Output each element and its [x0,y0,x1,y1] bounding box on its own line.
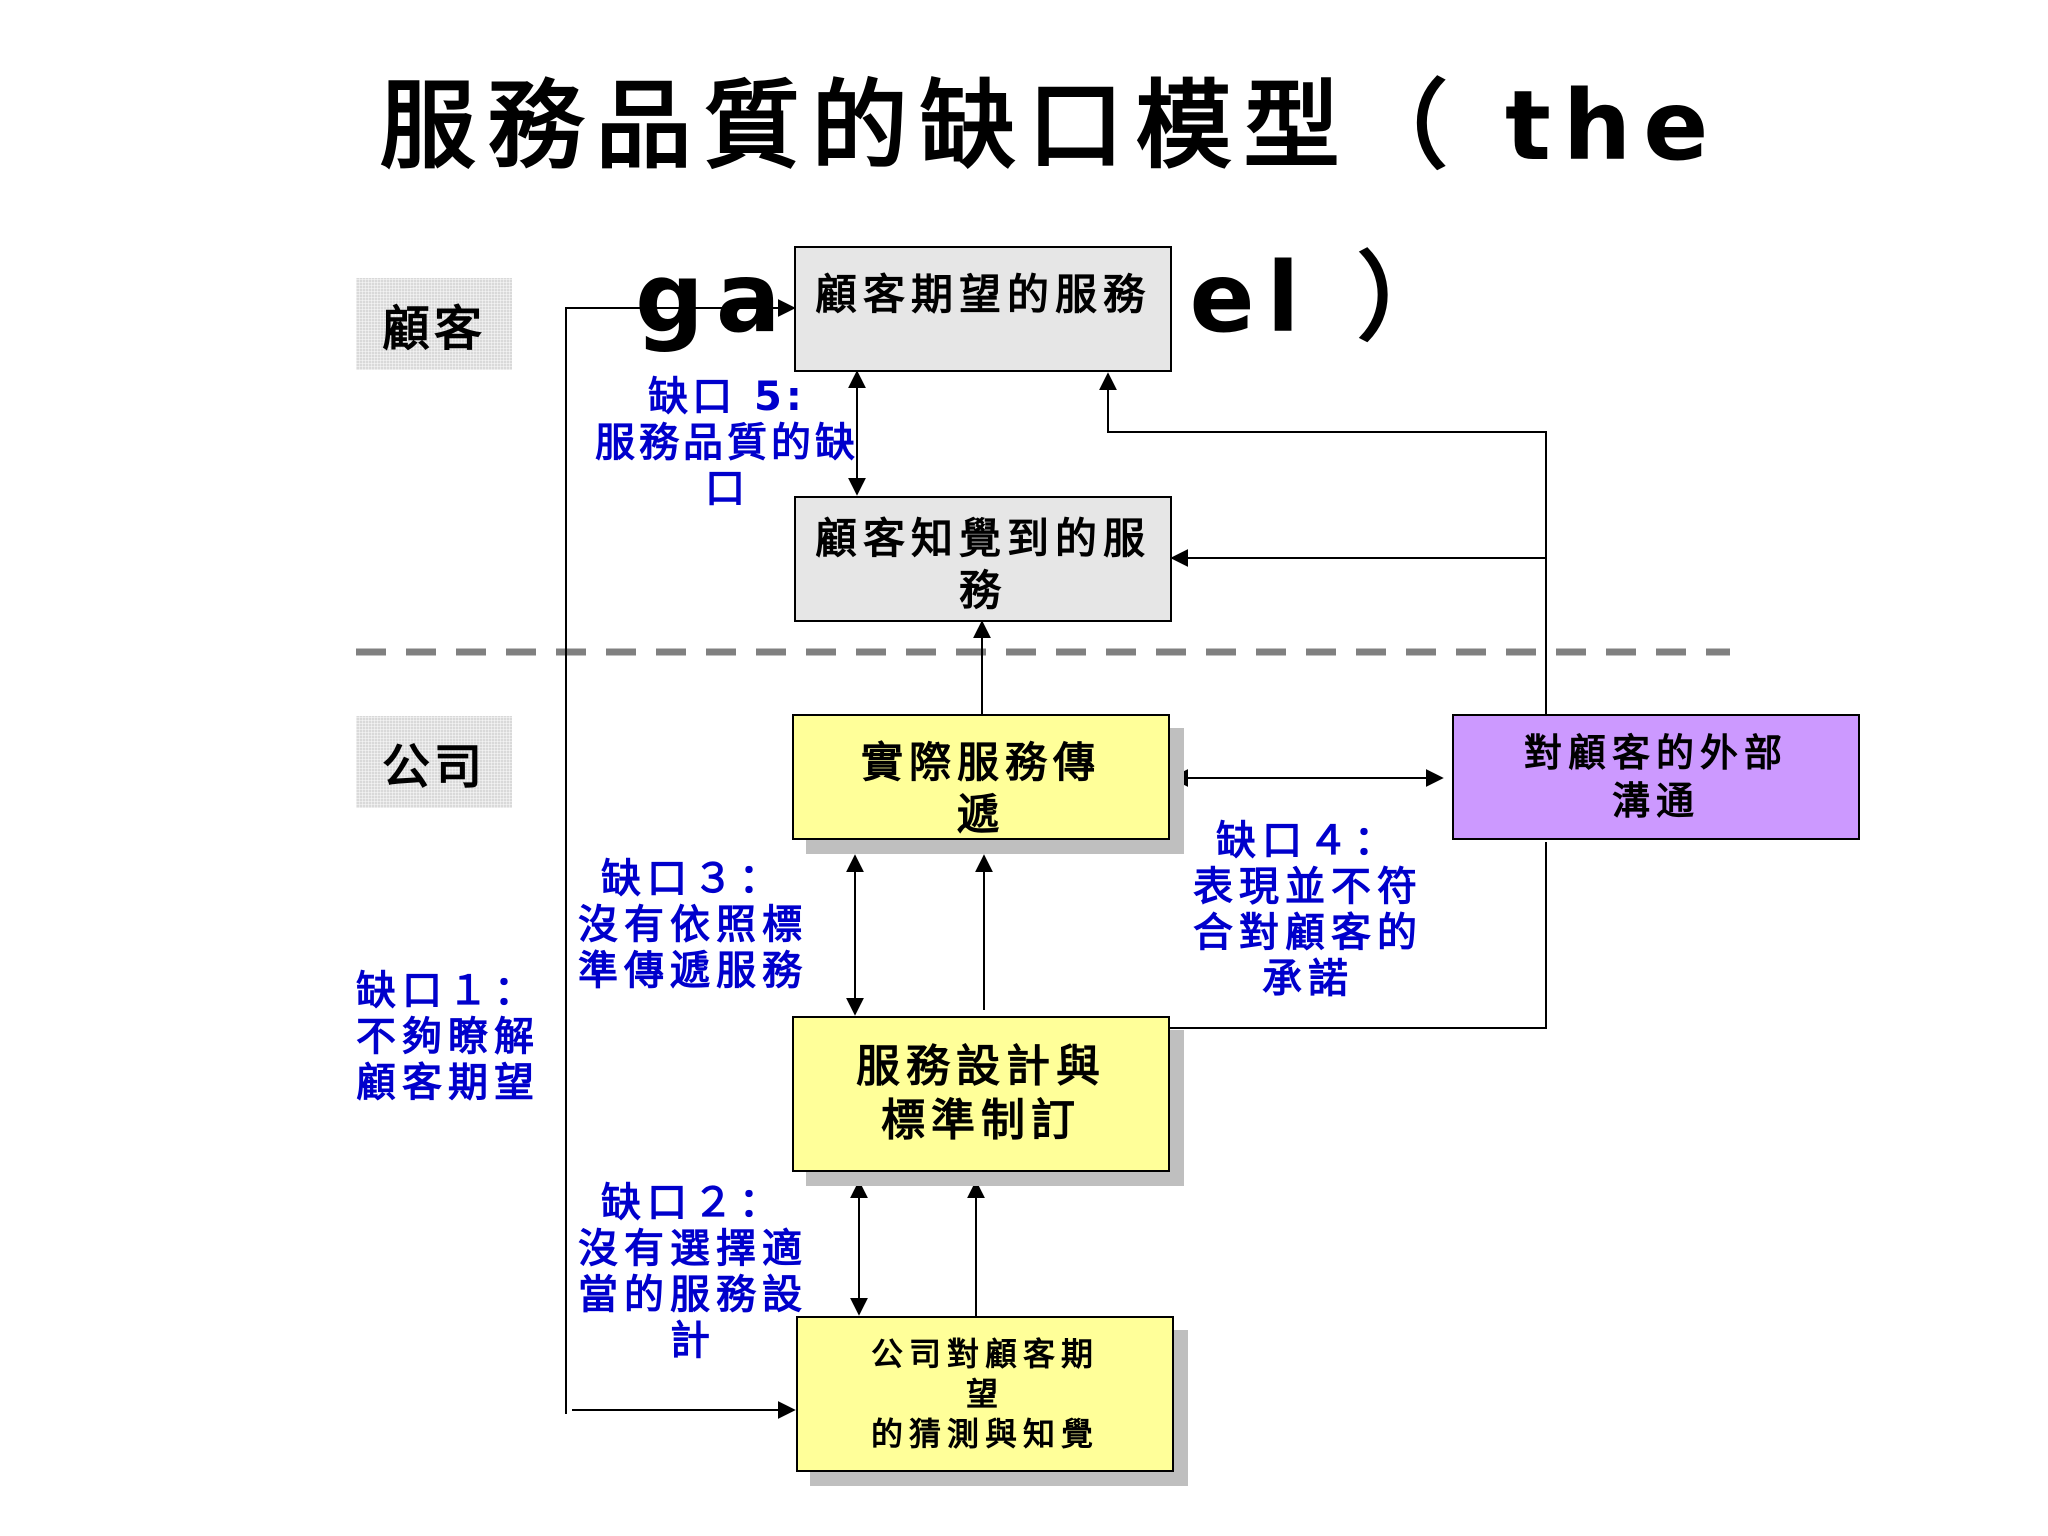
gap1-connector [565,299,796,1414]
region-label-customer: 顧客 [356,278,512,370]
region-label-company: 公司 [356,716,512,808]
gap2-label: 缺口２： 沒有選擇適 當的服務設 計 [578,1180,808,1364]
gap1-label: 缺口１： 不夠瞭解 顧客期望 [356,968,540,1106]
gap5-label: 缺口 5: 服務品質的缺 口 [595,374,859,512]
gap4-label: 缺口４： 表現並不符 合對顧客的 承諾 [1193,818,1423,1002]
communication-to-expected [1099,372,1547,714]
service-design-box: 服務設計與 標準制訂 [792,1016,1170,1172]
management-perception-box: 公司對顧客期 望 的猜測與知覺 [796,1316,1174,1472]
external-communication-box: 對顧客的外部 溝通 [1452,714,1860,840]
gap3-label: 缺口３： 沒有依照標 準傳遞服務 [578,856,808,994]
perceived-service-box: 顧客知覺到的服務 [794,496,1172,622]
design-to-communication [1170,842,1547,1029]
service-delivery-box: 實際服務傳遞 [792,714,1170,840]
expected-service-box: 顧客期望的服務 [794,246,1172,372]
